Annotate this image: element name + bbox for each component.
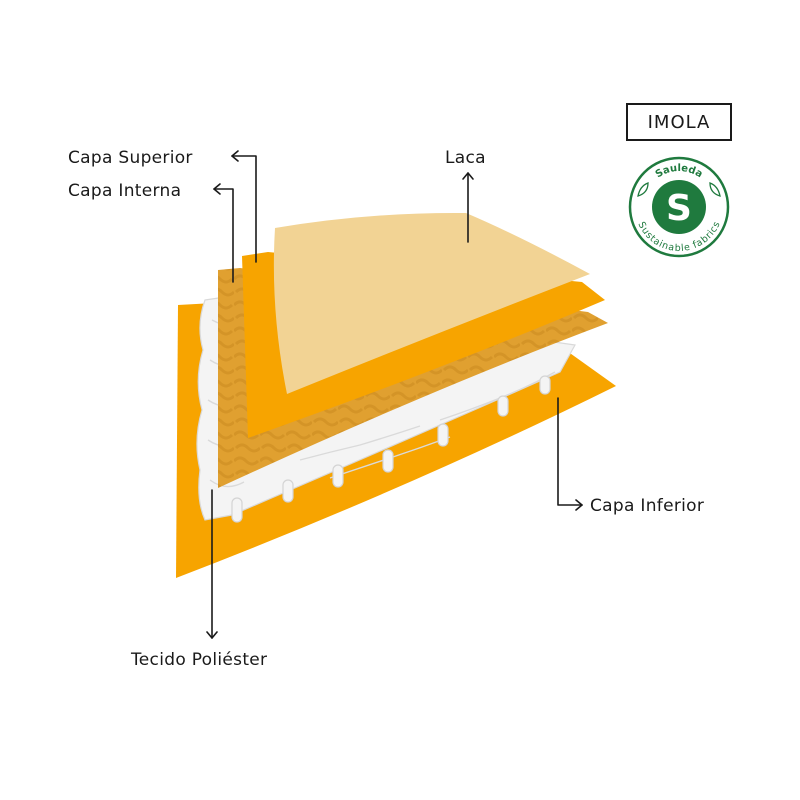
callout-capa-inferior [557,397,583,511]
label-capa-interna: Capa Interna [68,181,181,201]
layer-laca [273,212,590,394]
callout-tecido-poliester [206,489,218,639]
brand-name: IMOLA [647,111,711,133]
sauleda-badge: S Sauleda Sustainable fabrics [628,156,730,258]
label-tecido-poliester: Tecido Poliéster [130,650,267,670]
callout-capa-superior [231,150,257,263]
badge-initial: S [666,188,692,229]
leaf-icon [637,182,721,197]
label-capa-superior: Capa Superior [68,148,193,168]
callout-laca [462,172,474,243]
badge-top-text: Sauleda [654,163,705,180]
label-capa-inferior: Capa Inferior [590,496,704,516]
brand-box: IMOLA [626,103,732,141]
label-laca: Laca [445,148,486,168]
callout-capa-interna [213,183,234,283]
svg-text:Sauleda: Sauleda [654,163,705,180]
